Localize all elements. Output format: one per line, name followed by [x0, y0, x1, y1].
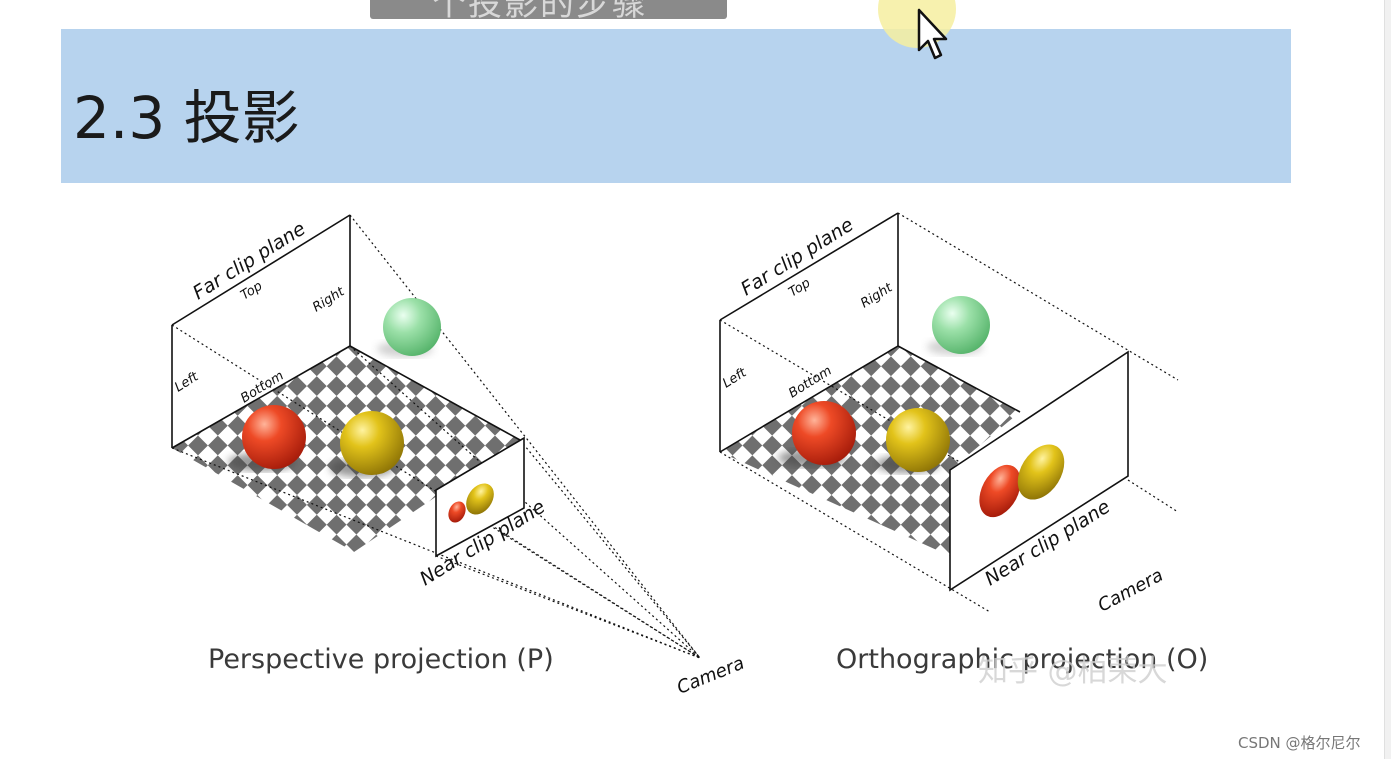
- orthographic-caption: Orthographic projection (O): [836, 644, 1209, 675]
- perspective-left-label: Left: [172, 369, 202, 395]
- vertical-scrollbar[interactable]: [1384, 0, 1391, 759]
- perspective-near-yellow-projection: [466, 483, 494, 515]
- video-subtitle-text: 个投影的步骤: [432, 0, 648, 19]
- orthographic-top-label: Top: [786, 276, 813, 301]
- csdn-credit: CSDN @格尔尼尔: [1238, 734, 1361, 752]
- orthographic-green-sphere: [932, 296, 990, 354]
- orthographic-red-sphere: [792, 401, 856, 465]
- perspective-near-red-projection: [448, 501, 466, 523]
- orthographic-near-yellow-projection: [1017, 444, 1065, 500]
- orthographic-camera-label: Camera: [1094, 565, 1166, 617]
- perspective-projection-lines: [171, 214, 701, 659]
- zhihu-watermark: 知乎 @柏荣大: [978, 654, 1168, 689]
- orthographic-diagram: Far clip plane Top Right Left Bottom Nea…: [719, 212, 1179, 617]
- projection-diagram: Far clip plane Top Right Left Bottom Nea…: [171, 212, 1179, 699]
- perspective-diagram: Far clip plane Top Right Left Bottom Nea…: [171, 214, 747, 699]
- orthographic-floor-checker: [720, 346, 1020, 556]
- perspective-red-sphere: [242, 405, 306, 469]
- mouse-pointer-icon: [917, 8, 948, 60]
- perspective-yellow-sphere: [340, 411, 404, 475]
- perspective-right-label: Right: [310, 284, 348, 315]
- orthographic-left-label: Left: [720, 365, 750, 391]
- perspective-frustum-edges: [171, 214, 521, 449]
- perspective-caption: Perspective projection (P): [208, 644, 554, 675]
- perspective-camera-label: Camera: [674, 653, 747, 699]
- orthographic-near-red-projection: [979, 464, 1021, 518]
- video-subtitle-bar: 个投影的步骤: [370, 0, 727, 19]
- orthographic-right-label: Right: [858, 280, 896, 311]
- slide-title: 2.3 投影: [73, 84, 300, 152]
- slide-title-band: 2.3 投影: [61, 29, 1291, 183]
- orthographic-box-edges: [719, 212, 1021, 453]
- orthographic-yellow-sphere: [886, 408, 950, 472]
- perspective-green-sphere: [383, 298, 441, 356]
